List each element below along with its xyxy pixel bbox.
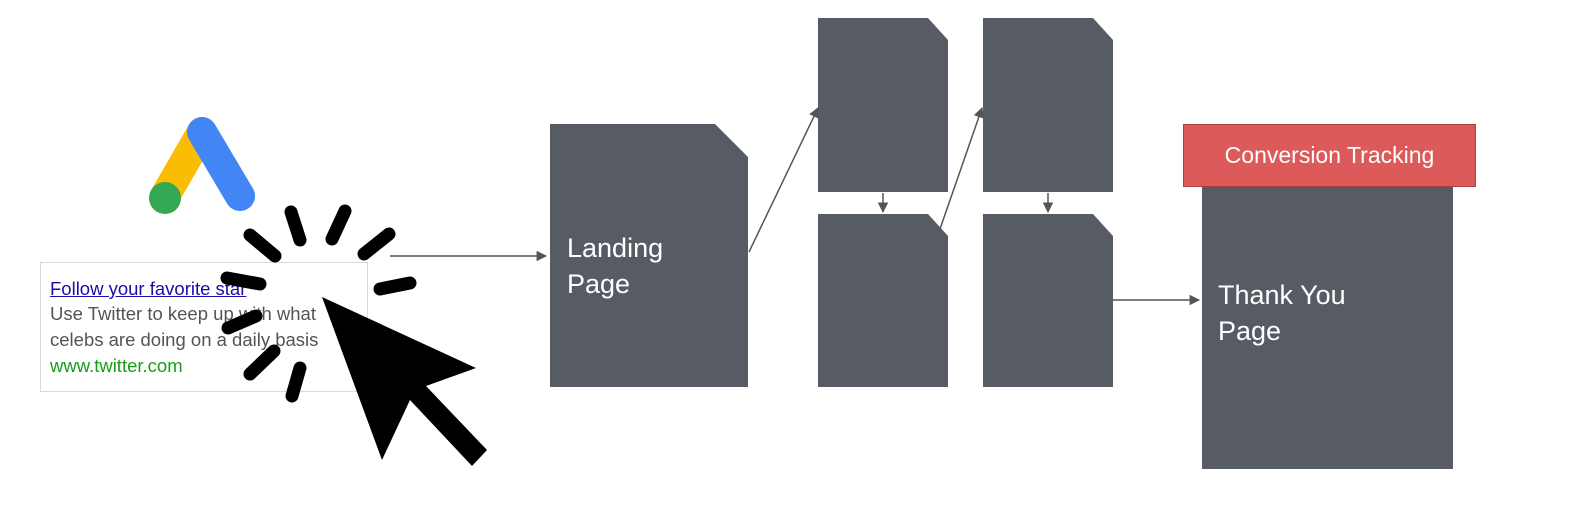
landing-page-box bbox=[550, 124, 748, 387]
intermediate-page-1 bbox=[818, 18, 948, 192]
ad-display-url[interactable]: www.twitter.com bbox=[50, 355, 183, 376]
ad-description-line-1: Use Twitter to keep up with what bbox=[50, 303, 316, 324]
google-ads-logo-icon bbox=[149, 117, 255, 214]
intermediate-page-3 bbox=[983, 18, 1113, 192]
conversion-tracking-banner: Conversion Tracking bbox=[1183, 124, 1476, 187]
intermediate-page-4 bbox=[983, 214, 1113, 387]
thank-you-page-box bbox=[1202, 187, 1453, 469]
intermediate-page-2 bbox=[818, 214, 948, 387]
arrow-page-2-to-page-3 bbox=[939, 107, 984, 230]
thank-you-page-label: Thank You Page bbox=[1218, 280, 1346, 346]
search-ad-card[interactable]: Follow your favorite star Use Twitter to… bbox=[40, 262, 368, 392]
landing-page-label: Landing Page bbox=[567, 233, 664, 299]
ad-description-line-2: celebs are doing on a daily basis bbox=[50, 329, 319, 350]
arrow-landing-to-page-1 bbox=[748, 107, 819, 253]
ad-headline-link[interactable]: Follow your favorite star bbox=[50, 278, 247, 299]
